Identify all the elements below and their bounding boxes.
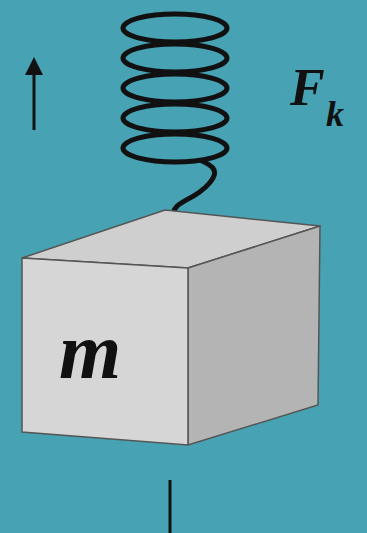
force-symbol: F bbox=[290, 62, 325, 114]
coil-turn bbox=[123, 134, 227, 162]
coil-turn bbox=[123, 14, 227, 42]
coil-turn bbox=[123, 74, 227, 102]
coil-turn bbox=[123, 44, 227, 72]
mass-label: m bbox=[59, 306, 121, 397]
lower-line bbox=[169, 480, 172, 533]
coil-turn bbox=[123, 104, 227, 132]
mass-block: m bbox=[22, 266, 188, 436]
force-arrow bbox=[33, 66, 36, 130]
spring-coil bbox=[123, 14, 227, 242]
force-subscript: k bbox=[326, 96, 344, 132]
block-front bbox=[22, 258, 188, 445]
block-side bbox=[188, 226, 320, 445]
